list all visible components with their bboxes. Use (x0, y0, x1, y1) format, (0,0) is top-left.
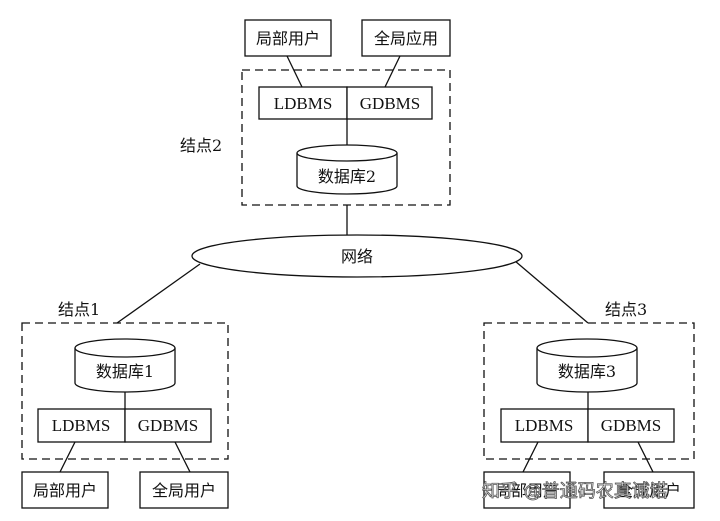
node3-gdbms-label: GDBMS (601, 416, 661, 435)
node3-local-user-label: 局部用户 (495, 481, 559, 500)
node2-local-user-box (244, 19, 332, 57)
node1-gdbms-box (124, 408, 212, 443)
node1-ldbms-box (37, 408, 126, 443)
node2-database-label: 数据库2 (318, 167, 376, 186)
node2-global-app-label: 全局应用 (374, 29, 438, 48)
node1-ldbms-label: LDBMS (52, 416, 111, 435)
node3-global-user-box (603, 471, 695, 509)
node2-global-app-box (361, 19, 451, 57)
node2-gdbms-box (346, 86, 433, 120)
node1-boundary (21, 322, 229, 460)
node3-global-user-link (637, 441, 654, 473)
node3: 结点3 数据库3 LDBMS GDBMS 局部用户 全局用户 (483, 300, 695, 509)
watermark-text: 知乎 @普通码农真诚诺 (482, 481, 668, 502)
network-label: 网络 (341, 247, 373, 266)
node2-database-icon (296, 144, 398, 195)
node2-local-user-label: 局部用户 (256, 29, 320, 48)
node1-database-icon (74, 338, 176, 393)
node2: 局部用户 全局应用 LDBMS GDBMS 数据库2 结点2 (180, 19, 451, 206)
node3-global-user-label: 全局用户 (617, 481, 681, 500)
node1-database-label: 数据库1 (96, 362, 154, 381)
node1-local-user-link (59, 441, 76, 473)
node3-ldbms-box (500, 408, 589, 443)
node2-local-user-link (286, 55, 303, 88)
node1-gdbms-label: GDBMS (138, 416, 198, 435)
node2-ldbms-label: LDBMS (274, 94, 333, 113)
node1-local-user-label: 局部用户 (33, 481, 97, 500)
node2-gdbms-label: GDBMS (360, 94, 420, 113)
node1-label: 结点1 (58, 300, 100, 319)
node3-local-user-link (522, 441, 539, 473)
node2-label: 结点2 (180, 136, 222, 155)
node1-local-user-box (21, 471, 109, 509)
node1-global-user-label: 全局用户 (152, 481, 216, 500)
node2-global-app-link (384, 55, 401, 88)
node1-network-link (116, 263, 201, 324)
node3-label: 结点3 (605, 300, 647, 319)
network-ellipse (191, 234, 523, 278)
node3-gdbms-box (587, 408, 675, 443)
node3-network-link (514, 260, 589, 324)
node3-ldbms-label: LDBMS (515, 416, 574, 435)
node3-database-icon (536, 338, 638, 393)
node1-global-user-box (139, 471, 229, 509)
node1: 结点1 数据库1 LDBMS GDBMS 局部用户 全局用户 (21, 300, 229, 509)
node3-boundary (483, 322, 695, 460)
node1-global-user-link (174, 441, 191, 473)
node2-boundary (241, 69, 451, 206)
node3-database-label: 数据库3 (558, 362, 616, 381)
node3-local-user-box (483, 471, 571, 509)
